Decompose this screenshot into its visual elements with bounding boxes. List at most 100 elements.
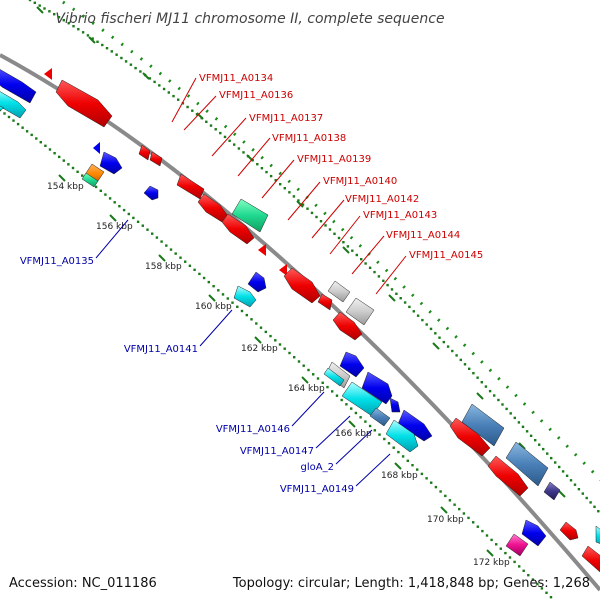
gene-label[interactable]: VFMJ11_A0147 [240,446,314,457]
gene-label[interactable]: VFMJ11_A0146 [216,424,290,435]
gene-feature[interactable] [81,172,99,188]
gene-feature[interactable] [247,271,267,293]
gene-feature[interactable] [369,407,391,427]
tick-label: 160 kbp [195,302,232,312]
track-dot [274,339,277,342]
gene-feature[interactable] [99,151,123,175]
track-dot [25,130,29,133]
track-dot [207,280,210,284]
gene-label[interactable]: VFMJ11_A0134 [199,73,273,84]
track-dot [446,345,450,348]
gene-feature[interactable] [461,403,505,447]
gene-feature[interactable] [55,79,113,128]
track-dot [481,529,484,533]
track-dot [48,10,51,13]
gene-feature[interactable] [581,545,600,576]
gene-feature[interactable] [0,88,27,119]
gene-label[interactable]: VFMJ11_A0140 [323,176,397,187]
tick-label: 164 kbp [288,384,325,394]
track-dot [342,241,345,244]
track-dot [377,275,381,278]
track-dot [333,232,336,235]
track-dot [328,228,332,231]
track-dot [223,135,227,139]
gene-feature[interactable] [233,285,257,308]
gene-feature[interactable] [361,371,393,405]
track-dot [324,224,327,227]
gene-feature[interactable] [389,397,401,413]
track-dot [425,323,428,326]
track-dot [406,459,409,462]
track-dot [476,525,479,528]
tick-mark [518,442,526,450]
gene-feature[interactable] [231,198,269,233]
track-dot [373,429,376,432]
gene-feature[interactable] [487,455,529,497]
track-dot [565,474,569,477]
track-dot [345,403,348,406]
track-dot [455,354,458,357]
gene-label[interactable]: VFMJ11_A0149 [280,484,354,495]
track-dot [39,141,42,144]
track-dot [458,507,461,511]
gene-feature[interactable] [543,481,561,501]
gene-feature[interactable] [505,441,549,487]
gene-label[interactable]: VFMJ11_A0136 [219,90,293,101]
gene-feature[interactable] [332,311,363,341]
tick-mark [254,336,262,344]
gene-label[interactable]: VFMJ11_A0145 [409,250,483,261]
gene-feature[interactable] [595,525,600,546]
track-dot [383,437,386,441]
gene-feature[interactable] [176,173,205,200]
scale-tick-labels: 154 kbp 156 kbp 158 kbp 160 kbp 162 kbp … [47,182,510,568]
gene-feature[interactable] [221,213,255,245]
track-dot [292,195,296,198]
gene-marker[interactable] [93,142,100,154]
gene-feature[interactable] [339,351,365,378]
gene-label[interactable]: VFMJ11_A0144 [386,230,460,241]
gene-label[interactable]: VFMJ11_A0143 [363,210,437,221]
gene-label[interactable]: VFMJ11_A0137 [249,113,323,124]
gene-feature[interactable] [449,417,491,457]
gene-feature[interactable] [505,533,529,557]
gene-marker[interactable] [258,244,266,256]
track-dot [425,477,428,480]
gene-label[interactable]: VFMJ11_A0139 [297,154,371,165]
gene-feature[interactable] [327,280,351,303]
gene-feature[interactable] [397,409,433,442]
track-dot [245,313,248,317]
track-dot [228,139,231,142]
gene-feature[interactable] [138,144,151,161]
gene-label[interactable]: VFMJ11_A0138 [272,133,346,144]
gene-feature[interactable] [323,367,345,387]
track-dot [237,147,241,150]
track-dot [134,66,137,70]
gene-feature[interactable] [317,293,333,311]
track-dot [155,236,159,239]
gene-feature[interactable] [345,297,375,326]
gene-marker[interactable] [279,264,287,276]
gene-feature[interactable] [521,519,547,547]
track-dot [545,591,548,594]
gene-feature[interactable] [0,103,5,114]
gene-marker[interactable] [44,68,52,80]
track-dot [485,534,489,537]
gene-feature[interactable] [143,185,159,201]
gene-feature[interactable] [149,151,163,167]
tick-label: 156 kbp [96,222,133,232]
track-dot [531,578,535,581]
track-dot [115,53,118,56]
track-dot [493,394,496,397]
gene-label[interactable]: VFMJ11_A0142 [345,194,419,205]
track-dot [177,98,180,101]
gene-feature[interactable] [283,267,321,304]
track-dot [438,336,441,339]
gene-label[interactable]: gloA_2 [301,462,334,473]
gene-feature[interactable] [0,66,37,104]
track-dot [307,368,310,372]
gene-feature[interactable] [385,419,419,453]
track-dot [488,389,492,393]
gene-feature[interactable] [559,521,579,541]
gene-label[interactable]: VFMJ11_A0141 [124,344,198,355]
gene-label[interactable]: VFMJ11_A0135 [20,256,94,267]
